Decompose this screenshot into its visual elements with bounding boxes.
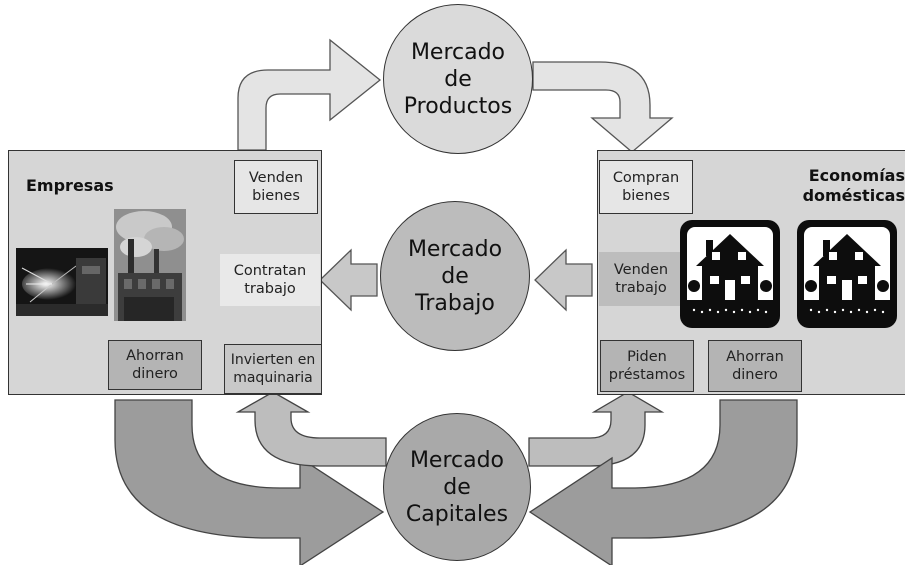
firms-invest-machinery-label: Invierten en maquinaria bbox=[224, 344, 322, 394]
house-icon bbox=[797, 220, 897, 328]
arrow-households-savings-to-capital bbox=[528, 399, 798, 565]
welding-sparks-photo bbox=[16, 248, 108, 316]
arrow-households-to-labor bbox=[534, 248, 593, 312]
arrow-products-to-households bbox=[532, 61, 674, 153]
households-buy-goods-label: Compran bienes bbox=[599, 160, 693, 214]
firms-save-money-label: Ahorran dinero bbox=[108, 340, 202, 390]
households-borrow-label: Piden préstamos bbox=[600, 340, 694, 392]
arrow-capital-to-invest bbox=[235, 391, 387, 467]
households-save-money-label: Ahorran dinero bbox=[708, 340, 802, 392]
arrow-firms-savings-to-capital bbox=[114, 399, 385, 565]
firms-sell-goods-label: Venden bienes bbox=[234, 160, 318, 214]
households-sell-labor-label: Venden trabajo bbox=[599, 252, 683, 306]
house-icon bbox=[680, 220, 780, 328]
arrow-labor-to-firms bbox=[319, 248, 378, 312]
arrow-firms-to-products bbox=[237, 38, 382, 151]
firms-title: Empresas bbox=[26, 176, 114, 195]
arrow-capital-to-loans bbox=[528, 391, 665, 467]
households-title: Economías domésticas bbox=[802, 166, 905, 205]
capital-market-circle: Mercado de Capitales bbox=[383, 413, 531, 561]
factory-photo bbox=[114, 209, 186, 321]
labor-market-circle: Mercado de Trabajo bbox=[380, 201, 530, 351]
products-market-circle: Mercado de Productos bbox=[383, 4, 533, 154]
firms-hire-labor-label: Contratan trabajo bbox=[220, 254, 320, 306]
